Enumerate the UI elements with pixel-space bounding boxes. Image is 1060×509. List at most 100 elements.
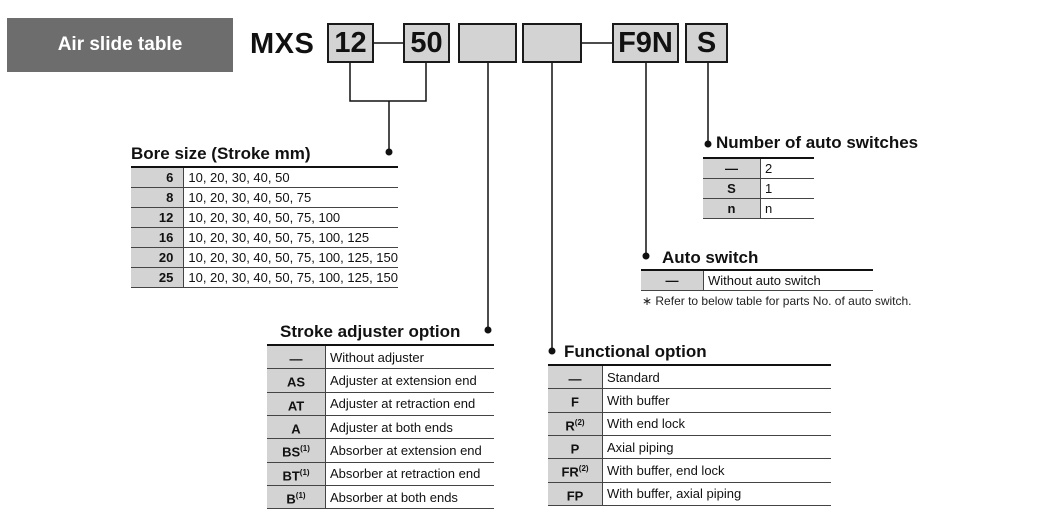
adjuster-code: AT (267, 392, 326, 416)
functional-footnote: (2) (574, 417, 585, 427)
bore-value: 10, 20, 30, 40, 50 (183, 167, 398, 188)
switch-count-dot (704, 140, 712, 148)
adjuster-code-text: — (289, 351, 303, 367)
adjuster-row: BS(1)Absorber at extension end (267, 438, 494, 463)
auto-switch-dot (642, 252, 650, 260)
functional-value: With buffer, end lock (602, 458, 831, 483)
bore-code-text: 12 (158, 210, 174, 225)
bore-code-text: 20 (158, 250, 174, 265)
bore-code-text: 16 (158, 230, 174, 245)
bore-code-text: 25 (158, 270, 174, 285)
bore-row: 16 10, 20, 30, 40, 50, 75, 100, 125 (131, 227, 398, 248)
adjuster-value: Adjuster at retraction end (325, 392, 494, 416)
functional-row: —Standard (548, 365, 831, 390)
adjuster-code-box (458, 23, 517, 63)
switch-count-code-text: — (725, 161, 738, 176)
auto-switch-row: —Without auto switch (641, 270, 873, 291)
functional-code-text: F (571, 394, 579, 410)
bore-code: 20 (131, 247, 185, 268)
functional-code: FR(2) (548, 458, 603, 483)
functional-value: With end lock (602, 412, 831, 436)
functional-dot (548, 347, 556, 355)
adjuster-code: BT(1) (267, 462, 326, 486)
model-prefix: MXS (250, 28, 315, 60)
auto-switch-note: ∗ Refer to below table for parts No. of … (642, 294, 912, 308)
connector-lines (349, 42, 712, 355)
adjuster-value: Absorber at both ends (325, 485, 494, 509)
adjuster-row: — Without adjuster (267, 345, 494, 370)
functional-value: With buffer, axial piping (602, 482, 831, 506)
bore-value: 10, 20, 30, 40, 50, 75, 100 (183, 207, 398, 228)
adjuster-row: B(1)Absorber at both ends (267, 485, 494, 509)
bore-row: 12 10, 20, 30, 40, 50, 75, 100 (131, 207, 398, 228)
adjuster-row: AT Adjuster at retraction end (267, 392, 494, 416)
bore-dot (385, 148, 393, 156)
adjuster-code-text: B (286, 491, 296, 507)
switch-count-code-box: S (685, 23, 728, 63)
functional-value: With buffer (602, 388, 831, 413)
bore-code-box: 12 (327, 23, 374, 63)
adjuster-value: Without adjuster (325, 345, 494, 370)
switch-count-value: 1 (760, 178, 814, 199)
switch-count-title: Number of auto switches (716, 133, 919, 152)
adjuster-code-text: BT (282, 467, 300, 483)
switch-count-code: — (703, 158, 761, 179)
adjuster-value: Adjuster at extension end (325, 368, 494, 393)
adjuster-code: BS(1) (267, 438, 326, 463)
auto-switch-table: —Without auto switch (641, 269, 873, 291)
bore-row: 20 10, 20, 30, 40, 50, 75, 100, 125, 150 (131, 247, 398, 268)
bore-table-title: Bore size (Stroke mm) (131, 144, 311, 163)
auto-switch-code: — (641, 270, 704, 291)
functional-row: R(2)With end lock (548, 412, 831, 436)
bore-value: 10, 20, 30, 40, 50, 75, 100, 125, 150 (183, 267, 398, 288)
adjuster-row: BT(1)Absorber at retraction end (267, 462, 494, 486)
functional-value: Axial piping (602, 435, 831, 460)
adjuster-value: Adjuster at both ends (325, 415, 494, 440)
adjuster-code: A (267, 415, 326, 440)
bore-code: 16 (131, 227, 185, 248)
product-category-tag: Air slide table (7, 18, 233, 72)
adjuster-code-text: BS (282, 444, 301, 460)
adjuster-footnote: (1) (300, 444, 310, 454)
adjuster-code-text: AT (287, 397, 305, 413)
bore-code: 25 (131, 267, 185, 288)
auto-switch-title: Auto switch (662, 248, 759, 267)
switch-count-code: n (703, 198, 761, 219)
bore-value: 10, 20, 30, 40, 50, 75, 100, 125 (183, 227, 398, 248)
adjuster-row: A Adjuster at both ends (267, 415, 494, 440)
adjuster-code: — (267, 345, 326, 370)
adjuster-row: AS Adjuster at extension end (267, 368, 494, 393)
functional-footnote: (2) (578, 464, 589, 474)
functional-code: R(2) (548, 412, 603, 436)
auto-switch-code-box: F9N (612, 23, 679, 63)
adjuster-code-text: A (291, 421, 301, 437)
adjuster-code-text: AS (286, 374, 306, 390)
switch-count-code: S (703, 178, 761, 199)
functional-row: F With buffer (548, 388, 831, 413)
adjuster-code: B(1) (267, 485, 326, 509)
switch-count-value: 2 (760, 158, 814, 179)
functional-code: — (548, 365, 603, 390)
functional-code-box (522, 23, 582, 63)
bore-code: 12 (131, 207, 185, 228)
switch-count-code-text: n (727, 201, 736, 216)
functional-table-title: Functional option (564, 342, 707, 361)
functional-code: F (548, 388, 603, 413)
functional-code: FP (548, 482, 603, 506)
switch-count-row: —2 (703, 158, 814, 179)
bore-value: 10, 20, 30, 40, 50, 75, 100, 125, 150 (183, 247, 398, 268)
functional-row: FR(2)With buffer, end lock (548, 458, 831, 483)
adjuster-value: Absorber at retraction end (325, 462, 494, 486)
functional-code: P (548, 435, 603, 460)
bore-code: 6 (131, 167, 185, 188)
